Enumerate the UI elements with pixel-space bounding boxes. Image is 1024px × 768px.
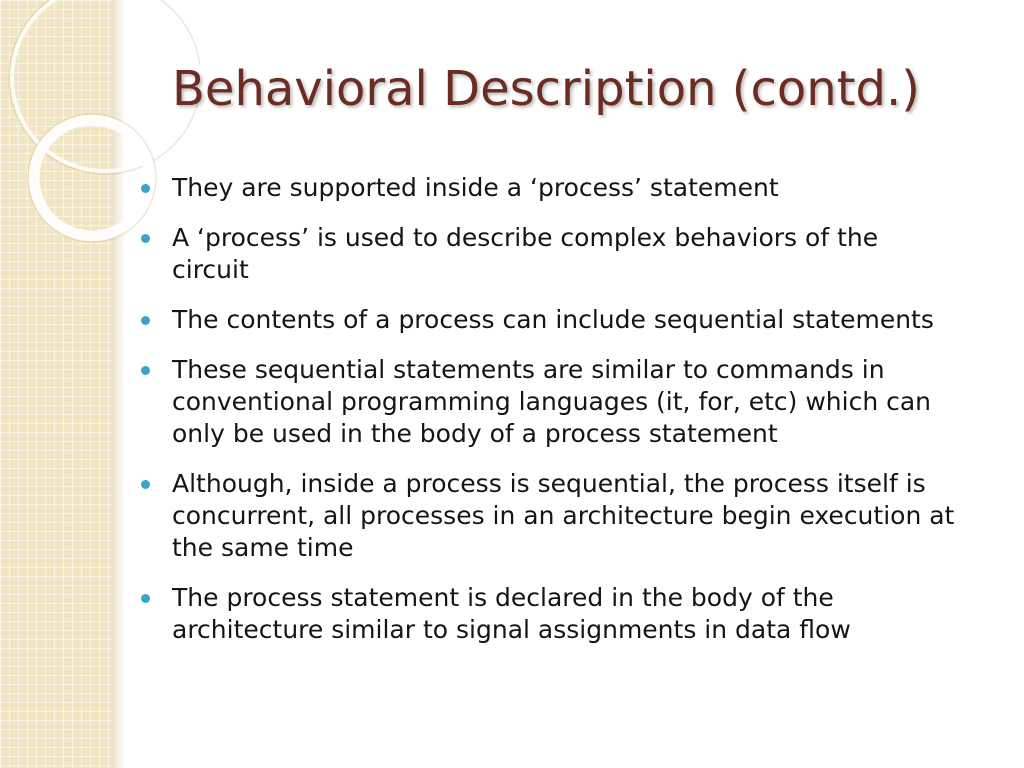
decorative-ring-small — [28, 114, 156, 242]
bullet-text: The contents of a process can include se… — [172, 305, 934, 334]
bullet-icon — [141, 480, 150, 489]
decorative-ring-large — [10, 0, 200, 173]
bullet-icon — [141, 366, 150, 375]
bullet-icon — [141, 184, 150, 193]
bullet-item: Although, inside a process is sequential… — [141, 468, 961, 564]
bullet-item: They are supported inside a ‘process’ st… — [141, 172, 961, 204]
bullet-list: They are supported inside a ‘process’ st… — [141, 172, 961, 664]
bullet-item: These sequential statements are similar … — [141, 354, 961, 450]
bullet-icon — [141, 316, 150, 325]
bullet-icon — [141, 234, 150, 243]
bullet-item: The process statement is declared in the… — [141, 582, 961, 646]
decorative-rings — [8, 0, 200, 243]
bullet-text: A ‘process’ is used to describe complex … — [172, 223, 879, 284]
side-panel-shadow — [112, 0, 126, 768]
bullet-text: They are supported inside a ‘process’ st… — [172, 173, 779, 202]
bullet-text: These sequential statements are similar … — [172, 355, 932, 448]
bullet-item: A ‘process’ is used to describe complex … — [141, 222, 961, 286]
bullet-text: Although, inside a process is sequential… — [172, 469, 955, 562]
bullet-icon — [141, 594, 150, 603]
slide-title: Behavioral Description (contd.) — [172, 61, 920, 117]
bullet-text: The process statement is declared in the… — [172, 583, 851, 644]
bullet-item: The contents of a process can include se… — [141, 304, 961, 336]
